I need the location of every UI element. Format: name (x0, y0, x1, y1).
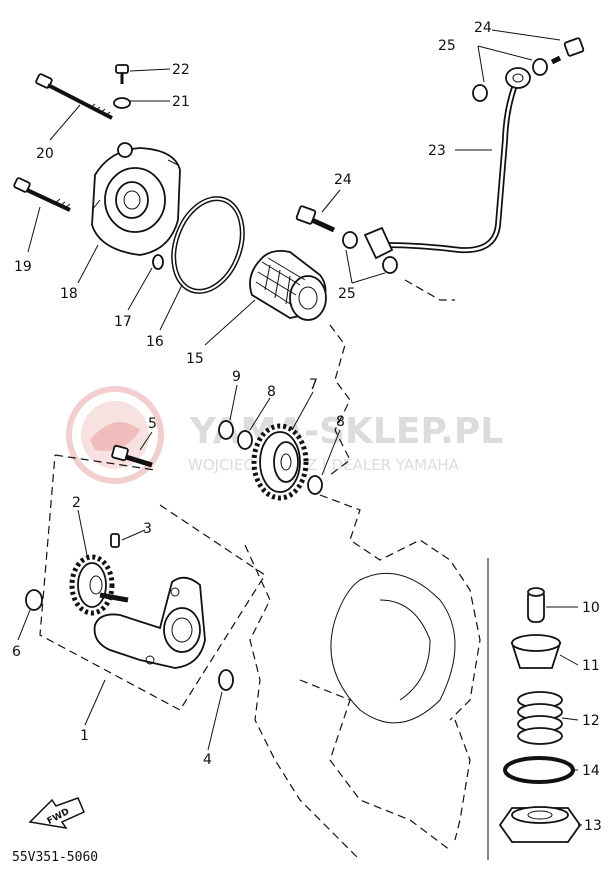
part-9-circlip (218, 420, 234, 440)
part-5-bolt (111, 444, 153, 468)
callout-17: 17 (114, 314, 132, 330)
part-25-washer (382, 256, 398, 274)
watermark-logo-icon (66, 386, 164, 484)
part-22-screw (115, 64, 129, 84)
callout-8-lower: 8 (336, 414, 345, 430)
callout-11: 11 (582, 658, 600, 674)
callout-9: 9 (232, 369, 241, 385)
callout-3: 3 (143, 521, 152, 537)
callout-1: 1 (80, 728, 89, 744)
part-20-bolt (35, 73, 113, 120)
part-3-pin (110, 533, 120, 548)
callout-7: 7 (309, 377, 318, 393)
callout-12: 12 (582, 713, 600, 729)
part-24-union-bolt (295, 205, 336, 233)
diagram-code: 55V351-5060 (12, 850, 98, 865)
pump-assembly-bracket (39, 454, 266, 711)
fwd-arrow-icon: FWD (28, 797, 85, 830)
part-11-plug (510, 634, 562, 669)
part-25-washer (342, 231, 358, 249)
part-18-filter-cover (91, 142, 181, 256)
part-21-washer (113, 97, 131, 109)
callout-15: 15 (186, 351, 204, 367)
callout-14: 14 (582, 763, 600, 779)
callout-25-top: 25 (438, 38, 456, 54)
part-13-cap (498, 806, 582, 843)
callout-6: 6 (12, 644, 21, 660)
callout-22: 22 (172, 62, 190, 78)
callout-20: 20 (36, 146, 54, 162)
callout-10: 10 (582, 600, 600, 616)
part-1-oil-pump (93, 576, 206, 669)
callout-24-top: 24 (474, 20, 492, 36)
callout-16: 16 (146, 334, 164, 350)
part-16-o-ring (171, 196, 245, 294)
part-24-union-bolt-top (550, 37, 585, 65)
part-12-spring (517, 691, 563, 745)
callout-18: 18 (60, 286, 78, 302)
callout-24-middle: 24 (334, 172, 352, 188)
leader-lines (17, 29, 582, 826)
part-19-bolt (13, 177, 71, 212)
part-4-o-ring (218, 669, 234, 691)
part-8-washer (237, 430, 253, 450)
callout-labels: 22 21 20 19 18 17 16 15 24 25 24 25 23 9… (12, 20, 602, 834)
callout-5: 5 (148, 416, 157, 432)
callout-8-upper: 8 (267, 384, 276, 400)
part-6-dowel (25, 589, 43, 611)
callout-13: 13 (584, 818, 602, 834)
part-23-oil-pipe (363, 67, 531, 260)
watermark-title: YAMA-SKLEP.PL (189, 411, 503, 452)
part-7-gear (251, 423, 309, 501)
callout-21: 21 (172, 94, 190, 110)
part-8-washer (307, 475, 323, 495)
part-25-washer-top (472, 84, 488, 102)
crankcase-outline (244, 279, 481, 861)
part-15-oil-filter (249, 249, 327, 321)
callout-4: 4 (203, 752, 212, 768)
callout-25-middle: 25 (338, 286, 356, 302)
part-10-pin (527, 587, 545, 623)
part-14-o-ring (503, 756, 575, 784)
callout-23: 23 (428, 143, 446, 159)
part-25-washer-top (532, 58, 548, 76)
callout-19: 19 (14, 259, 32, 275)
part-2-gear (69, 554, 129, 616)
part-17-small-o-ring (152, 254, 164, 270)
callout-2: 2 (72, 495, 81, 511)
